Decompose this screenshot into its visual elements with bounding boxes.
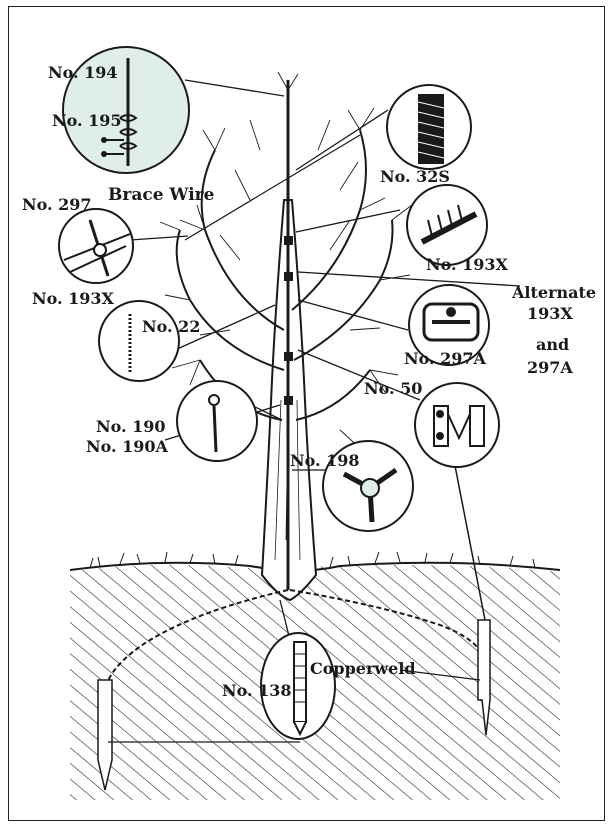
label-no-50: No. 50: [364, 380, 422, 398]
label-alt-297a: 297A: [527, 359, 573, 377]
callout-190: [176, 380, 258, 462]
label-no-193x-right: No. 193X: [426, 256, 508, 274]
label-no-190: No. 190: [96, 418, 166, 436]
label-no-297: No. 297: [22, 196, 92, 214]
label-no-193x-left: No. 193X: [32, 290, 114, 308]
label-alt-193x: 193X: [527, 305, 573, 323]
callout-297-193x: [58, 208, 134, 284]
label-no-297a: No. 297A: [404, 350, 486, 368]
label-no-190a: No. 190A: [86, 438, 168, 456]
label-no-198: No. 198: [290, 452, 360, 470]
label-no-195: No. 195: [52, 112, 122, 130]
callout-32s: [386, 84, 472, 170]
label-alt-and: and: [536, 336, 569, 354]
label-no-22: No. 22: [142, 318, 200, 336]
label-no-194: No. 194: [48, 64, 118, 82]
label-copperweld: Copperweld: [310, 660, 416, 678]
callout-193x-right: [406, 184, 488, 266]
callout-50: [414, 382, 500, 468]
label-no-32s: No. 32S: [380, 168, 450, 186]
callout-22: [98, 300, 180, 382]
label-alternate: Alternate: [512, 284, 596, 302]
label-brace-wire: Brace Wire: [108, 186, 214, 204]
label-no-138: No. 138: [222, 682, 292, 700]
